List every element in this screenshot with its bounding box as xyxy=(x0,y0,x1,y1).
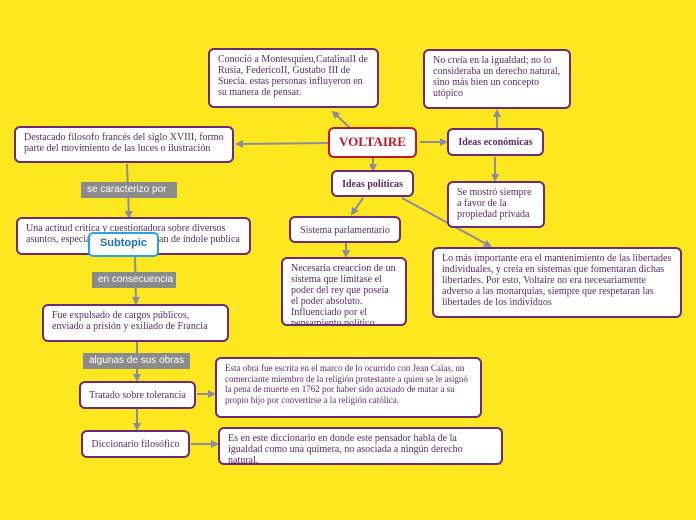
node-philosopher[interactable]: Destacado filosofo francés del siglo XVI… xyxy=(14,126,234,163)
link-political-parliamentary xyxy=(350,197,364,216)
node-economic-ideas[interactable]: Ideas económicas xyxy=(447,128,544,156)
node-tolerance[interactable]: Tratado sobre tolerancia xyxy=(79,381,196,409)
node-political-ideas[interactable]: Ideas políticas xyxy=(331,170,414,197)
center-node-voltaire[interactable]: VOLTAIRE xyxy=(328,127,417,158)
node-private-property[interactable]: Se mostró siempre a favor de la propieda… xyxy=(447,181,545,228)
node-limit-power[interactable]: Necesaria creaccion de un sistema que li… xyxy=(281,257,407,326)
tag-works: algunas de sus obras xyxy=(83,353,190,369)
node-dictionary-desc[interactable]: Es en este diccionario en donde este pen… xyxy=(218,427,503,465)
node-tolerance-desc[interactable]: Esta obra fue escrita en el marco de lo … xyxy=(215,357,482,418)
node-equality[interactable]: No creía en la igualdad; no lo considera… xyxy=(423,49,571,109)
link-center-philosopher xyxy=(235,139,330,148)
node-influences[interactable]: Conoció a Montesquieu,CatalinaII de Rusi… xyxy=(208,48,379,108)
node-expelled[interactable]: Fue expulsado de cargos públicos, enviad… xyxy=(42,304,229,342)
link-political-liberties xyxy=(401,197,492,247)
node-dictionary[interactable]: Diccionario filosófico xyxy=(81,430,190,458)
node-parliamentary[interactable]: Sistema parlamentario xyxy=(289,216,401,243)
node-liberties[interactable]: Lo más importante era el mantenimiento d… xyxy=(432,247,682,318)
subtopic-node[interactable]: Subtopic xyxy=(88,232,159,257)
link-center-influences xyxy=(331,110,351,129)
tag-characterized: se caracterizo por xyxy=(81,182,177,198)
tag-consequently: en consecuencia xyxy=(92,272,176,288)
